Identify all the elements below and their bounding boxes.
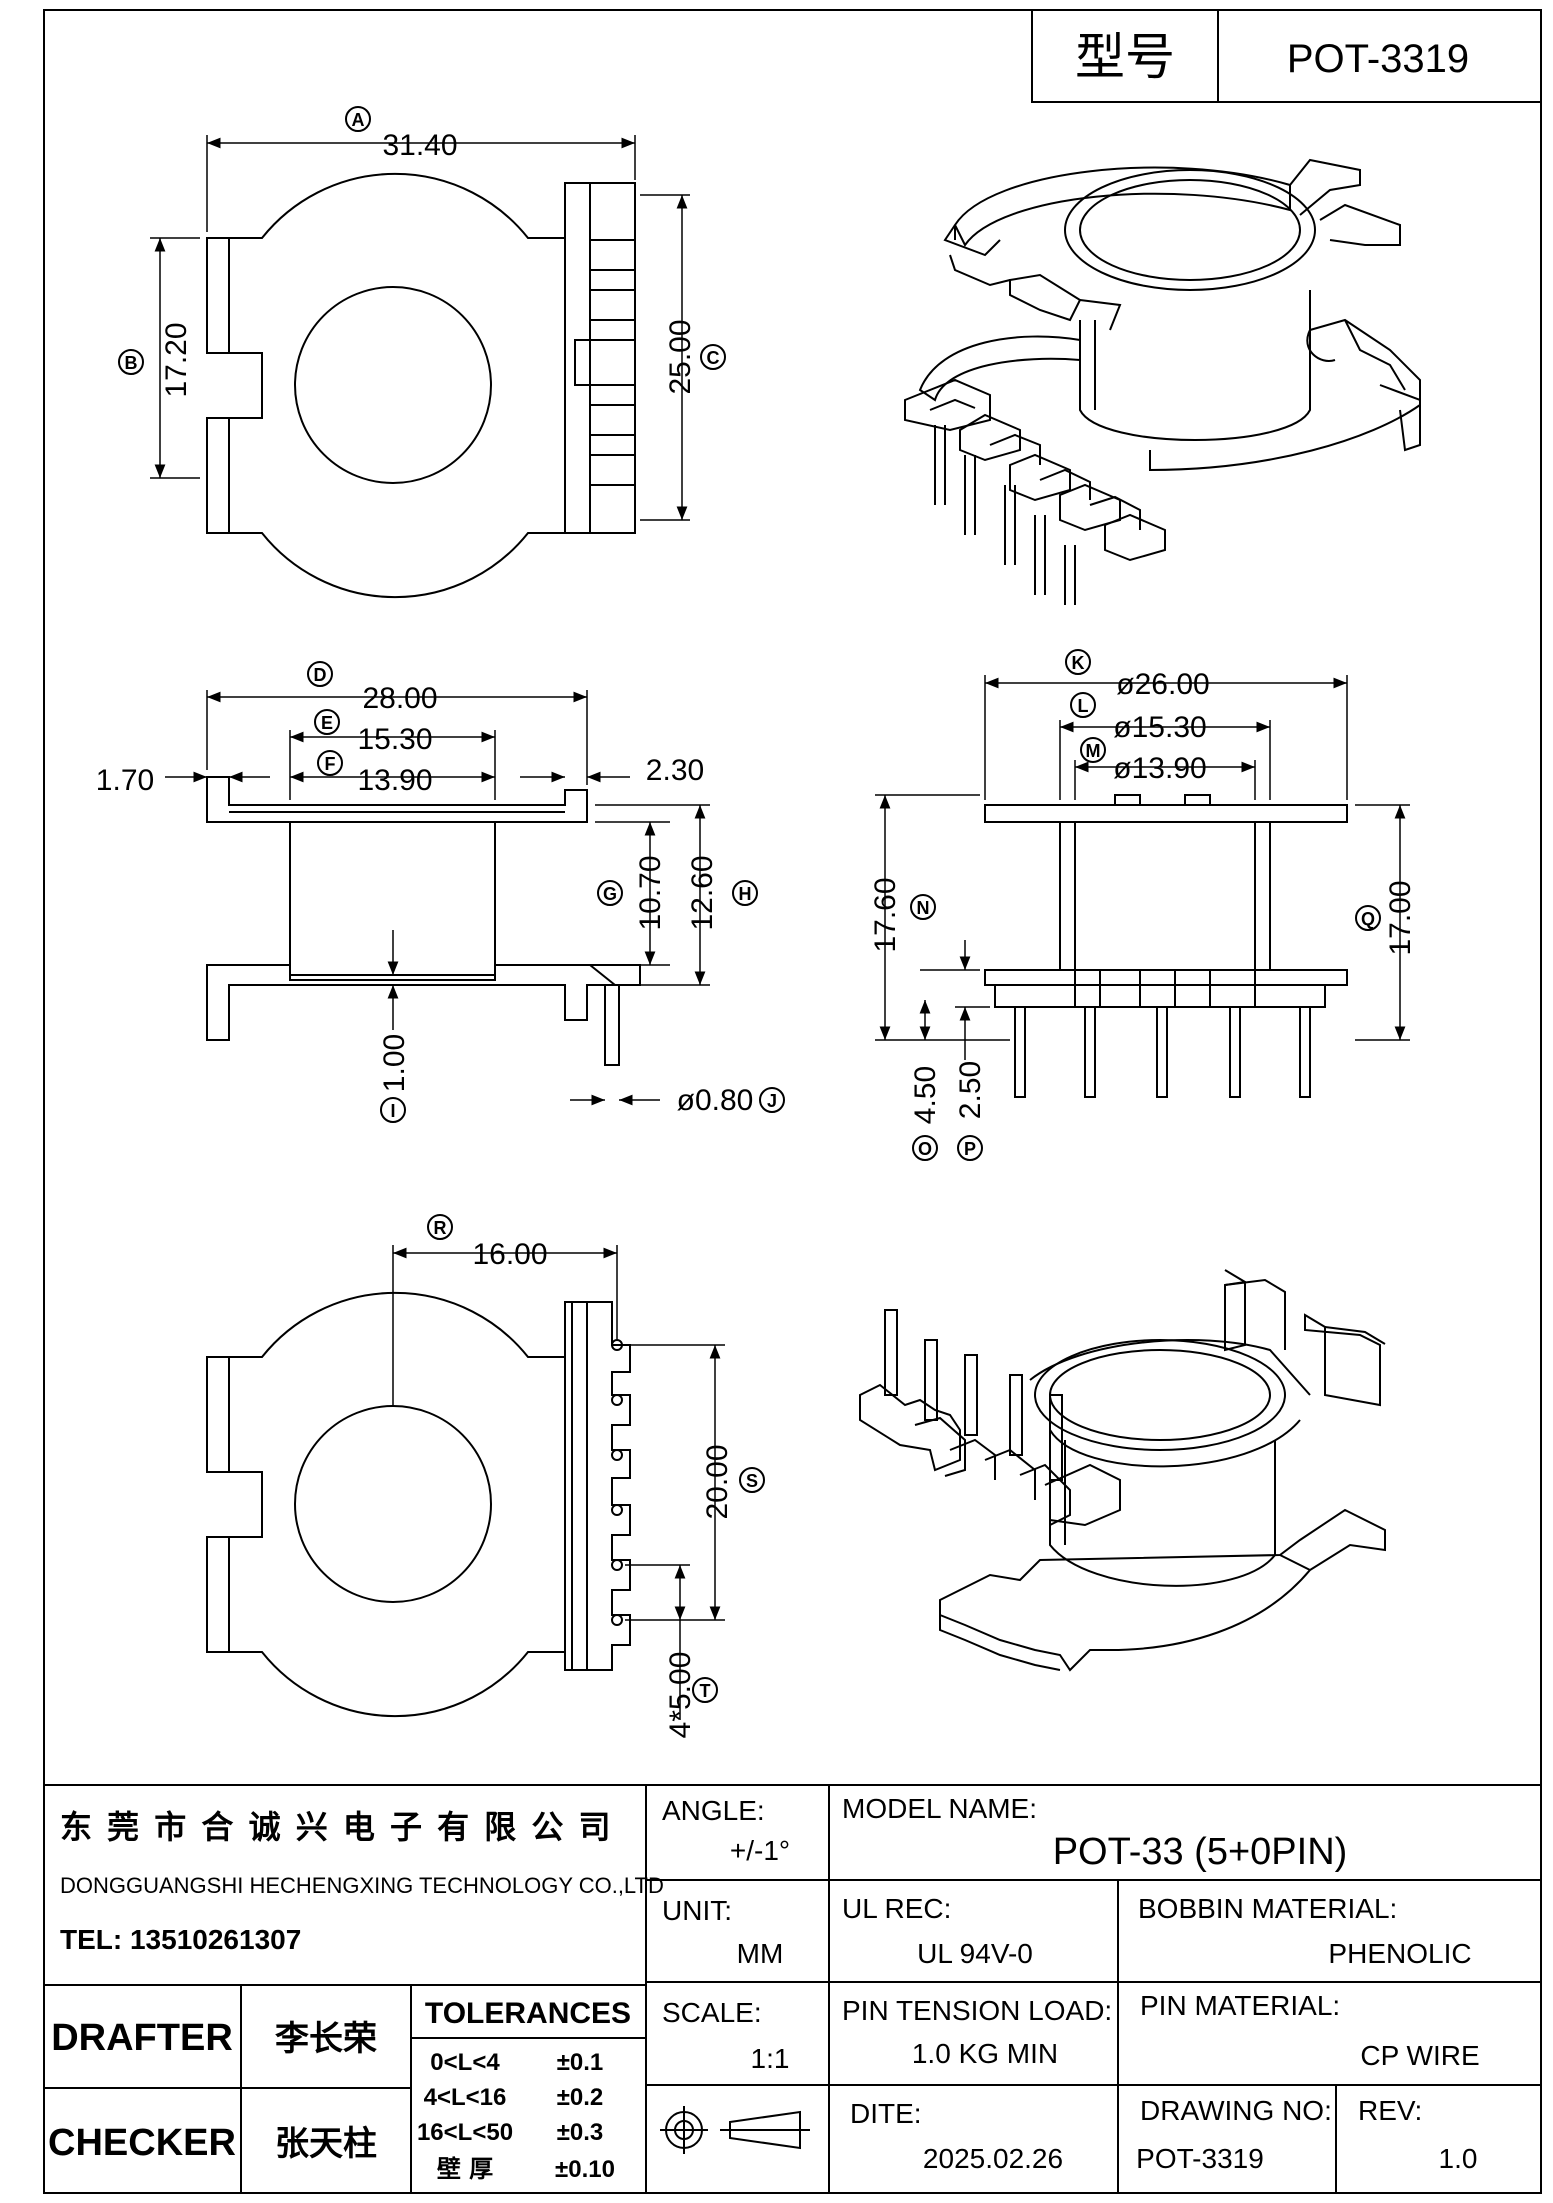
tolerance-range-2: 16<L<50 [417, 2119, 513, 2146]
projection-symbol-icon [660, 2106, 810, 2154]
dim-n-value: 17.60 [869, 877, 902, 952]
tolerances-label: TOLERANCES [425, 1997, 631, 2030]
core-hole [294, 286, 492, 484]
dim-j-value: ø0.80 [677, 1084, 754, 1117]
pin-tension-value: 1.0 KG MIN [912, 2038, 1058, 2069]
dim-m-value: ø13.90 [1113, 752, 1206, 785]
date-label: DITE: [850, 2098, 922, 2129]
dim-label-i: I [390, 1101, 395, 1121]
angle-label: ANGLE: [662, 1795, 765, 1826]
bottom-view-dims [392, 1245, 725, 1720]
dim-label-m: M [1086, 741, 1101, 761]
sheet-border [43, 9, 1542, 2194]
dim-label-t: T [700, 1681, 711, 1701]
unit-label: UNIT: [662, 1895, 732, 1926]
tolerance-range-3: 壁 厚 [437, 2155, 493, 2183]
dim-a-value: 31.40 [382, 129, 457, 162]
dim-q-value: 17.00 [1384, 880, 1417, 955]
top-view [206, 172, 636, 599]
tolerance-range-1: 4<L<16 [424, 2084, 507, 2111]
company-name-en: DONGGUANGSHI HECHENGXING TECHNOLOGY CO.,… [60, 1873, 664, 1898]
flange-left-value: 1.70 [96, 764, 154, 797]
front-view [206, 776, 641, 1066]
rev-label: REV: [1358, 2095, 1422, 2126]
checker-name: 张天柱 [275, 2124, 377, 2164]
tolerance-range-0: 0<L<4 [430, 2049, 500, 2076]
flange-right-value: 2.30 [646, 754, 704, 787]
dim-l-value: ø15.30 [1113, 711, 1206, 744]
tolerance-value-3: ±0.10 [555, 2156, 615, 2183]
dim-p-value: 2.50 [954, 1061, 987, 1119]
model-header: 型号 POT-3319 [1031, 9, 1542, 103]
core-hole-bottom [294, 1405, 492, 1603]
model-name-label: MODEL NAME: [842, 1793, 1037, 1824]
unit-value: MM [737, 1938, 784, 1969]
bobbin-material-value: PHENOLIC [1328, 1938, 1471, 1969]
drawing-no-label: DRAWING NO: [1140, 2095, 1332, 2126]
dim-label-g: G [603, 884, 617, 904]
title-block [44, 1784, 1541, 2193]
company-name-cn: 东 莞 市 合 诚 兴 电 子 有 限 公 司 [60, 1808, 613, 1846]
dim-label-b: B [125, 353, 138, 373]
tolerance-value-1: ±0.2 [557, 2084, 604, 2111]
pin-tension-label: PIN TENSION LOAD: [842, 1995, 1112, 2026]
pin-material-label: PIN MATERIAL: [1140, 1990, 1340, 2021]
dim-label-q: Q [1361, 909, 1375, 929]
dim-c-value: 25.00 [664, 319, 697, 394]
checker-label: CHECKER [48, 2122, 236, 2164]
isometric-view-bottom [859, 1269, 1386, 1672]
dim-label-c: C [707, 348, 720, 368]
dim-label-s: S [746, 1471, 758, 1491]
scale-value: 1:1 [751, 2043, 790, 2074]
drawing-no-value: POT-3319 [1136, 2143, 1264, 2174]
dim-s-value: 20.00 [701, 1444, 734, 1519]
side-view [984, 794, 1348, 1098]
date-value: 2025.02.26 [923, 2143, 1063, 2174]
dim-e-value: 15.30 [357, 723, 432, 756]
dim-k-value: ø26.00 [1116, 668, 1209, 701]
dim-label-j: J [767, 1091, 777, 1111]
dim-i-value: 1.00 [378, 1034, 411, 1092]
dim-label-e: E [321, 713, 333, 733]
model-name-value: POT-33 (5+0PIN) [1053, 1831, 1348, 1873]
tolerance-value-2: ±0.3 [557, 2119, 604, 2146]
dim-label-l: L [1078, 696, 1089, 716]
side-view-dims [875, 675, 1410, 1060]
rev-value: 1.0 [1439, 2143, 1478, 2174]
ul-value: UL 94V-0 [917, 1938, 1033, 1969]
front-view-dims [165, 690, 710, 1106]
dim-label-d: D [314, 665, 327, 685]
dim-f-value: 13.90 [357, 764, 432, 797]
bobbin-material-label: BOBBIN MATERIAL: [1138, 1893, 1397, 1924]
isometric-view-top [904, 158, 1421, 605]
drafter-name: 李长荣 [275, 2019, 377, 2059]
company-tel: TEL: 13510261307 [60, 1924, 301, 1955]
top-view-dims [150, 135, 690, 521]
dim-label-a: A [352, 110, 365, 130]
bottom-view [206, 1291, 631, 1718]
drafter-label: DRAFTER [51, 2017, 233, 2059]
dim-label-p: P [964, 1139, 976, 1159]
ul-label: UL REC: [842, 1893, 951, 1924]
dim-b-value: 17.20 [160, 322, 193, 397]
dim-label-k: K [1072, 653, 1085, 673]
model-label: 型号 [1075, 28, 1175, 86]
dim-g-value: 10.70 [634, 855, 667, 930]
dim-h-value: 12.60 [686, 855, 719, 930]
dim-d-value: 28.00 [362, 682, 437, 715]
dim-label-r: R [434, 1218, 447, 1238]
dim-r-value: 16.00 [472, 1238, 547, 1271]
dim-o-value: 4.50 [909, 1066, 942, 1124]
dim-label-n: N [917, 898, 930, 918]
pin-material-value: CP WIRE [1360, 2040, 1479, 2071]
model-value: POT-3319 [1287, 37, 1469, 81]
dim-t-value: 4*5.00 [664, 1652, 697, 1739]
dim-label-f: F [325, 754, 336, 774]
scale-label: SCALE: [662, 1997, 762, 2028]
dim-label-o: O [918, 1139, 932, 1159]
angle-value: +/-1° [730, 1835, 790, 1866]
tolerance-value-0: ±0.1 [557, 2049, 604, 2076]
dim-label-h: H [739, 884, 752, 904]
